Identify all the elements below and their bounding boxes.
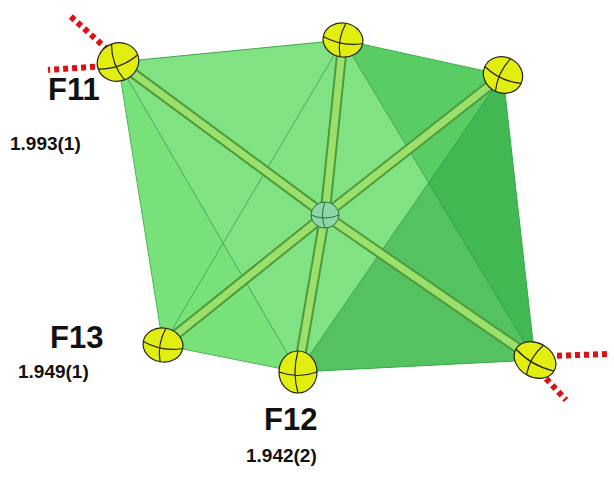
- bond-length: 1.942(2): [246, 446, 317, 465]
- contact-dash: [48, 14, 608, 400]
- octahedron-face: [118, 40, 535, 372]
- atom-label: F11: [48, 74, 100, 105]
- central-atom: [311, 202, 339, 228]
- bond-length: 1.993(1): [10, 134, 81, 153]
- atom-label: F12: [264, 404, 317, 435]
- octahedron-face: [118, 62, 298, 372]
- bond-length: 1.949(1): [18, 362, 89, 381]
- fluorine-atom: [92, 20, 563, 393]
- bond: [118, 40, 535, 372]
- atom-label: F13: [50, 322, 103, 353]
- octahedron-edge: [118, 40, 535, 372]
